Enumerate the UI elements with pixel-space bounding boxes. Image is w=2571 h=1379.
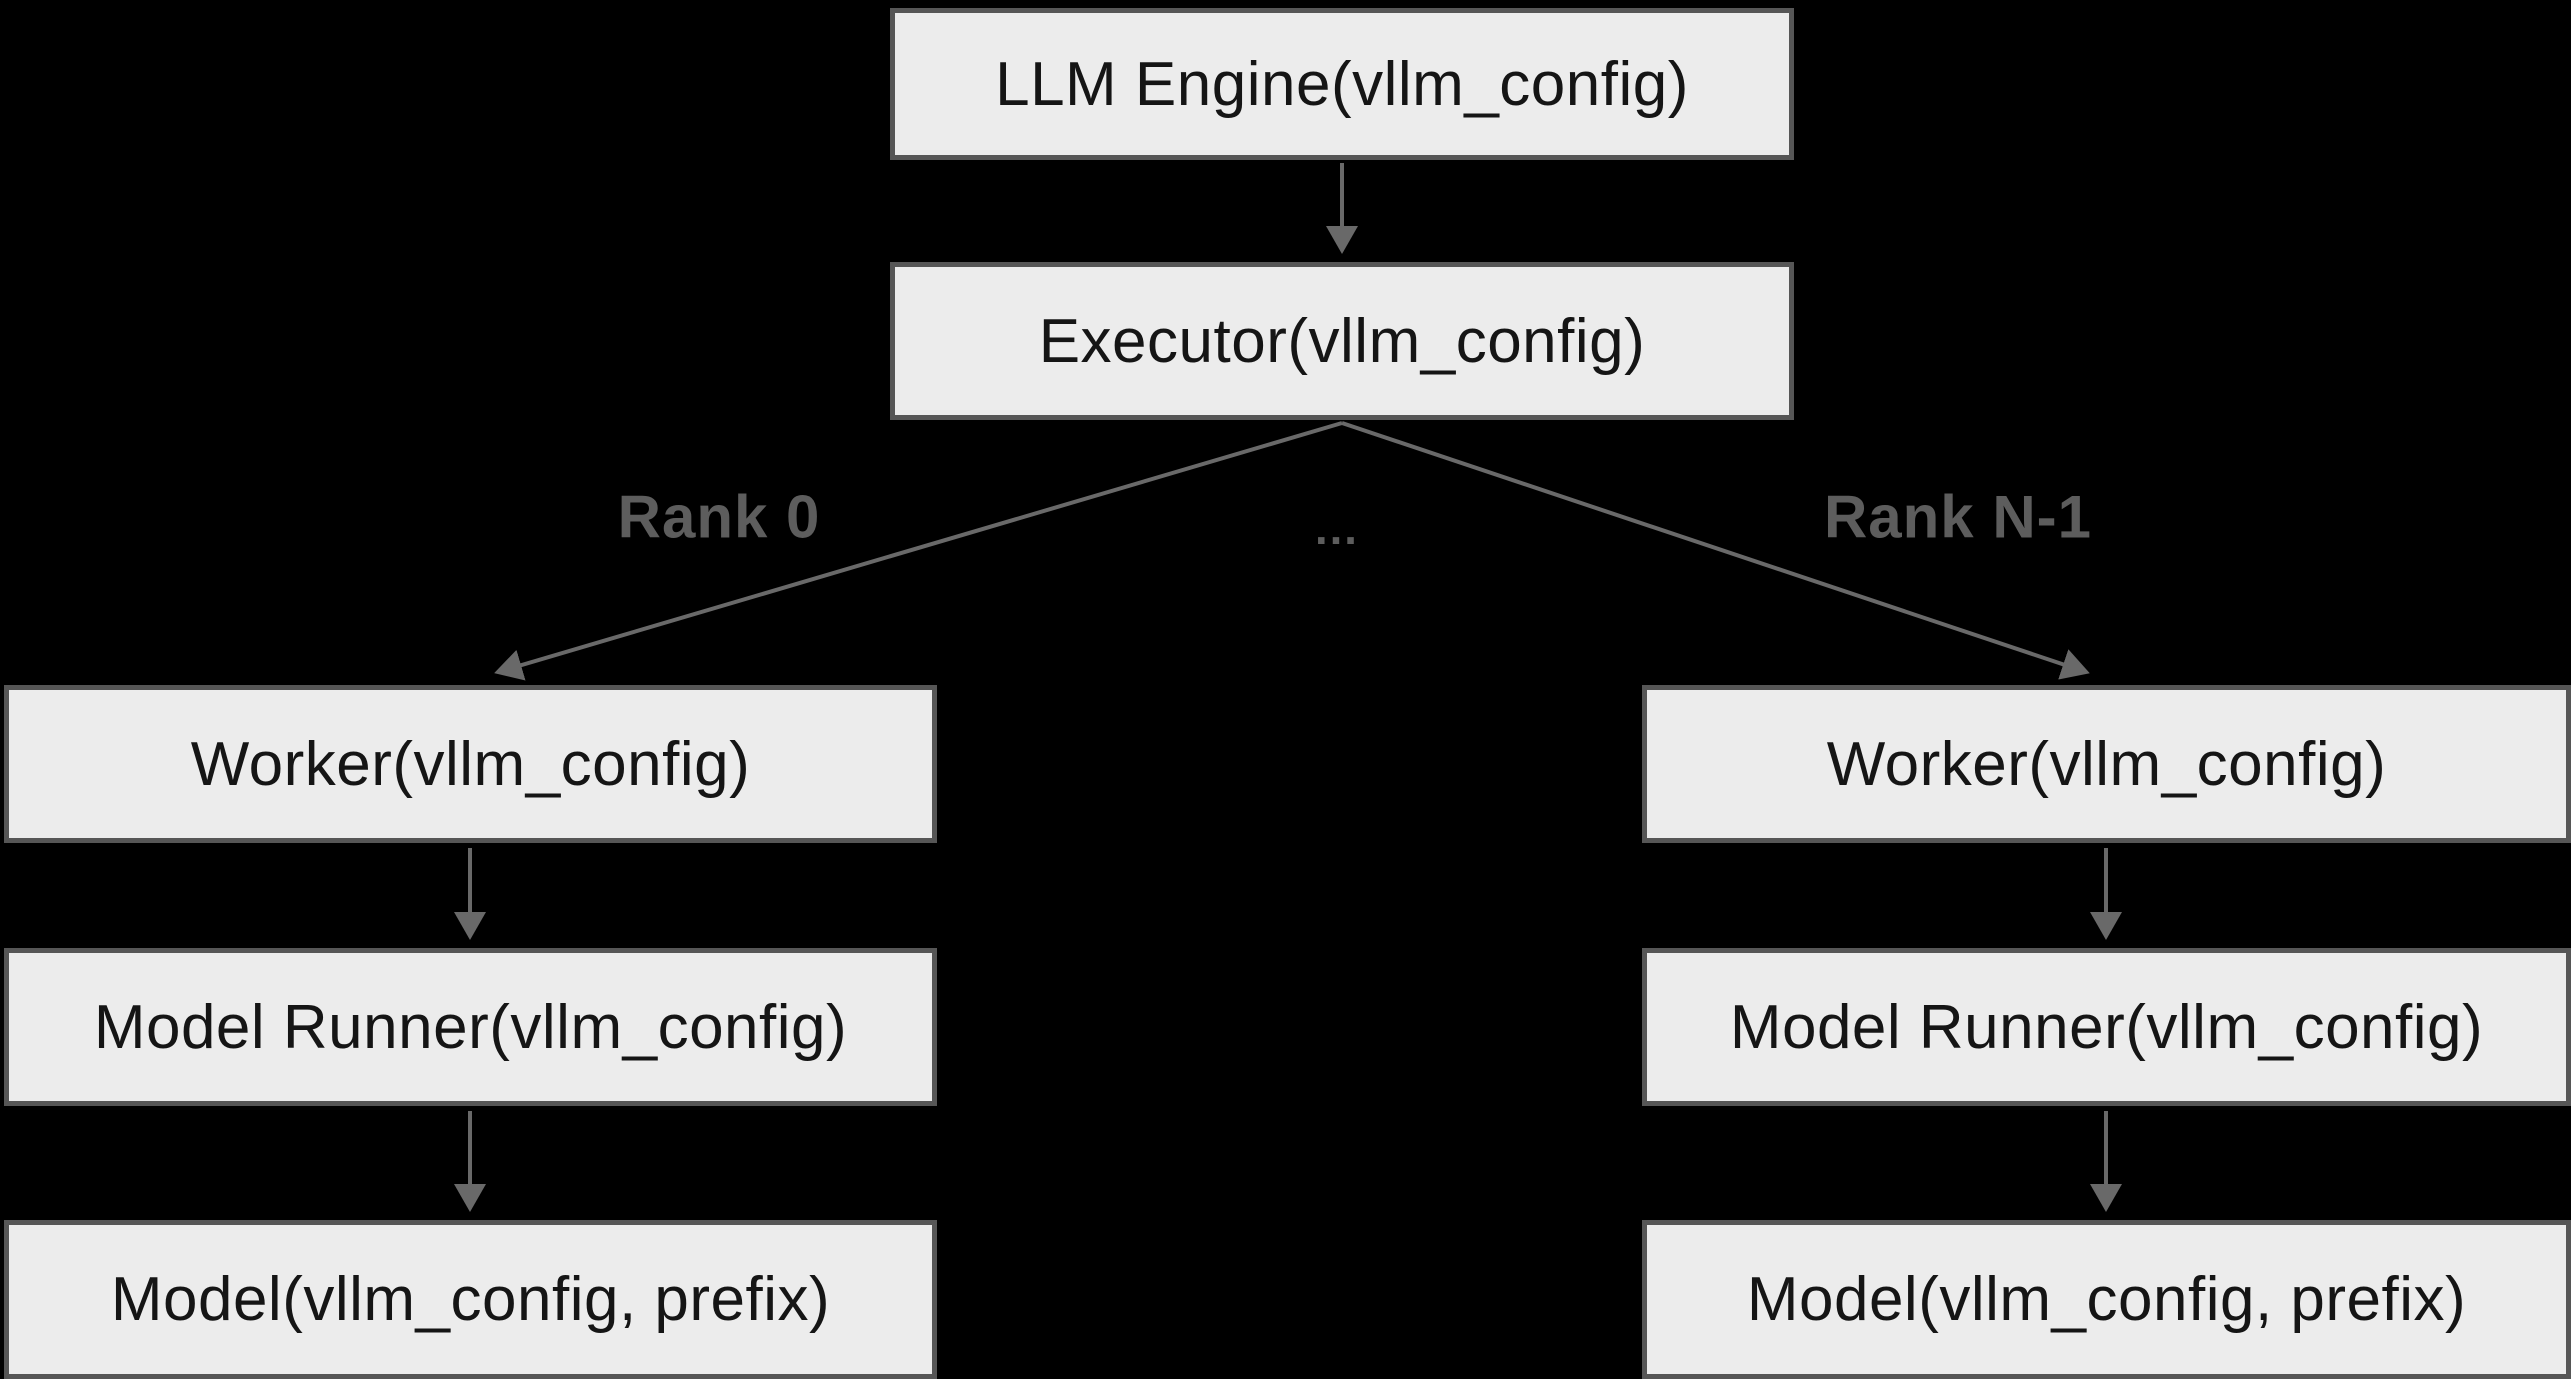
node-worker-right-label: Worker(vllm_config) <box>1826 729 2387 799</box>
edge-executor-to-worker-right <box>1341 421 2090 680</box>
node-model-runner-right-label: Model Runner(vllm_config) <box>1729 992 2484 1062</box>
node-model-right: Model(vllm_config, prefix) <box>1642 1220 2571 1379</box>
node-executor-label: Executor(vllm_config) <box>1038 306 1646 376</box>
node-worker-right: Worker(vllm_config) <box>1642 685 2571 843</box>
node-model-runner-left: Model Runner(vllm_config) <box>4 948 937 1106</box>
node-model-left: Model(vllm_config, prefix) <box>4 1220 937 1379</box>
edge-executor-to-worker-left <box>494 421 1343 681</box>
node-llm-engine: LLM Engine(vllm_config) <box>890 8 1794 160</box>
node-llm-engine-label: LLM Engine(vllm_config) <box>995 49 1689 119</box>
node-executor: Executor(vllm_config) <box>890 262 1794 420</box>
node-model-left-label: Model(vllm_config, prefix) <box>110 1265 831 1334</box>
node-model-runner-left-label: Model Runner(vllm_config) <box>93 992 848 1062</box>
node-model-right-label: Model(vllm_config, prefix) <box>1746 1265 2467 1334</box>
node-worker-left: Worker(vllm_config) <box>4 685 937 843</box>
node-worker-left-label: Worker(vllm_config) <box>190 729 751 799</box>
edge-label-rank-n-1: Rank N-1 <box>1823 483 2093 551</box>
edge-label-rank-0: Rank 0 <box>617 483 821 551</box>
node-model-runner-right: Model Runner(vllm_config) <box>1642 948 2571 1106</box>
edge-label-ellipsis: … <box>1313 502 1361 554</box>
